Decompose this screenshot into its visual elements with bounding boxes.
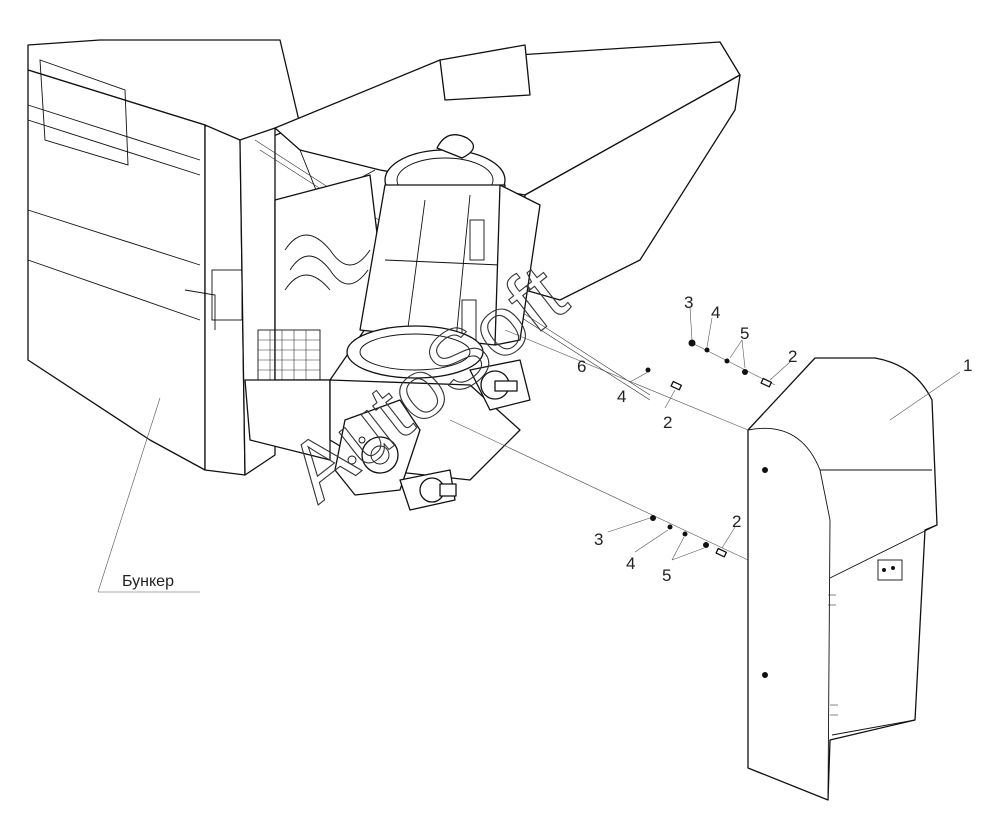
washer-5-lower-b [703,542,709,548]
auger-trough [244,174,386,461]
callout-4-upper: 4 [711,303,720,322]
callout-2-lower: 2 [732,512,741,531]
bolt-2-lower [715,547,728,558]
callout-6: 6 [577,357,586,376]
callout-2-upper: 2 [788,347,797,366]
washer-3-lower [650,515,656,521]
washer-5-upper-a [724,358,730,364]
callout-4-lower: 4 [626,554,635,573]
callout-1: 1 [963,356,972,375]
guard-cover [747,357,938,801]
nut-4-lower [667,524,673,530]
callout-5-upper: 5 [740,324,749,343]
bunker-label: Бункер [122,573,174,590]
bolt-2-upper [760,377,773,388]
bolt-2-middle [670,380,683,391]
nut-4-upper [704,347,710,353]
callout-3-lower: 3 [594,530,603,549]
nut-4-middle [645,367,651,373]
washer-5-lower-a [682,531,688,537]
callout-5-lower: 5 [662,566,671,585]
auger-cylinder [346,134,541,379]
grate [257,329,321,381]
fasteners-lower [650,515,728,558]
callout-4-middle: 4 [617,387,626,406]
callout-3-upper: 3 [684,293,693,312]
guide-lines [449,329,776,561]
fasteners-upper [645,339,773,391]
callout-2-middle: 2 [663,413,672,432]
washer-3-upper [688,339,696,347]
leader-lines [97,307,961,593]
gearbox [329,359,531,511]
washer-5-upper-b [742,369,748,375]
